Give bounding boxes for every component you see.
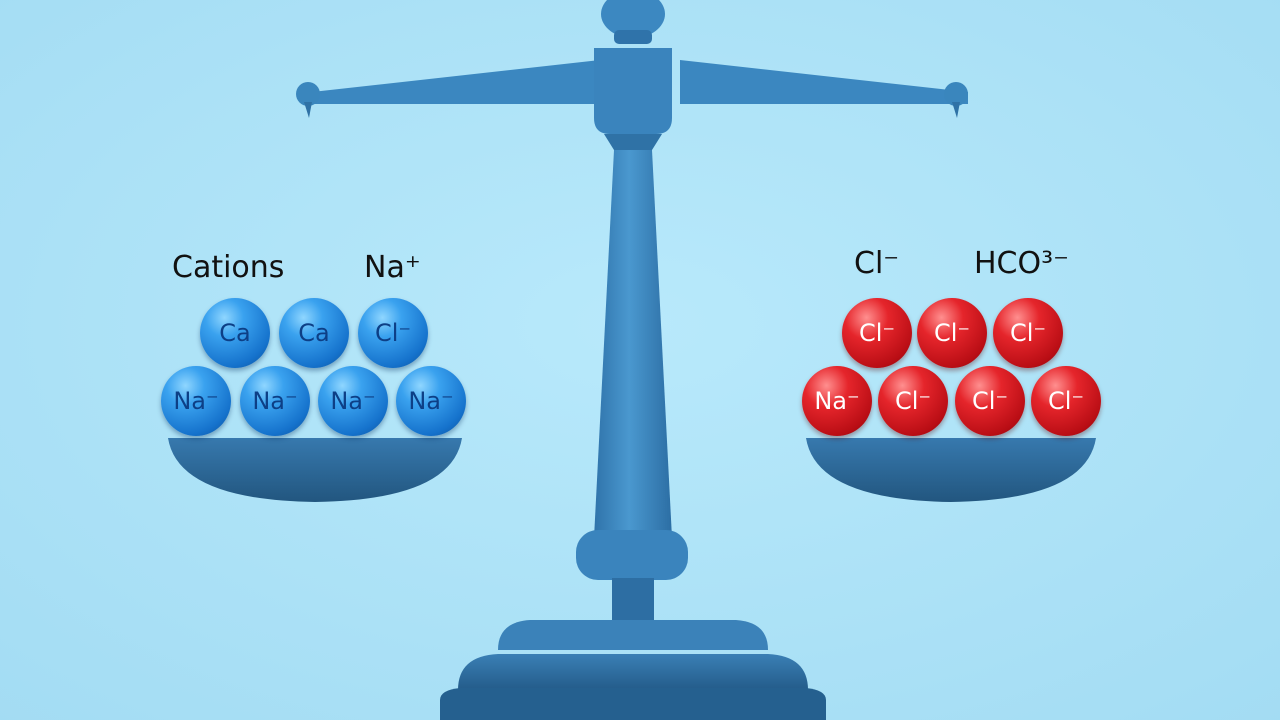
right-ion-ball: Cl⁻	[878, 366, 948, 436]
scale-collar	[576, 530, 688, 580]
right-ion-ball: Cl⁻	[955, 366, 1025, 436]
right-ion-ball: Cl⁻	[842, 298, 912, 368]
chloride-label: Cl⁻	[854, 246, 900, 281]
scale-base	[440, 620, 826, 720]
left-ion-ball: Na⁻	[318, 366, 388, 436]
right-ion-ball: Cl⁻	[917, 298, 987, 368]
scale-beam	[296, 60, 968, 118]
left-ion-ball: Ca	[200, 298, 270, 368]
scale-post	[594, 150, 672, 538]
left-ion-ball: Cl⁻	[358, 298, 428, 368]
right-ion-ball: Cl⁻	[1031, 366, 1101, 436]
cations-label: Cations	[172, 250, 285, 285]
left-ion-ball: Na⁻	[396, 366, 466, 436]
right-pan	[806, 438, 1096, 502]
left-ion-ball: Na⁻	[240, 366, 310, 436]
right-ion-ball: Cl⁻	[993, 298, 1063, 368]
right-ion-ball: Na⁻	[802, 366, 872, 436]
left-pan	[168, 438, 462, 502]
left-ion-ball: Ca	[279, 298, 349, 368]
left-ion-ball: Na⁻	[161, 366, 231, 436]
beam-end-left	[296, 82, 320, 106]
bicarbonate-label: HCO³⁻	[974, 246, 1069, 281]
beam-end-right	[944, 82, 968, 106]
scale-finial	[601, 0, 665, 44]
sodium-label: Na⁺	[364, 250, 421, 285]
scale-hub	[594, 48, 672, 134]
